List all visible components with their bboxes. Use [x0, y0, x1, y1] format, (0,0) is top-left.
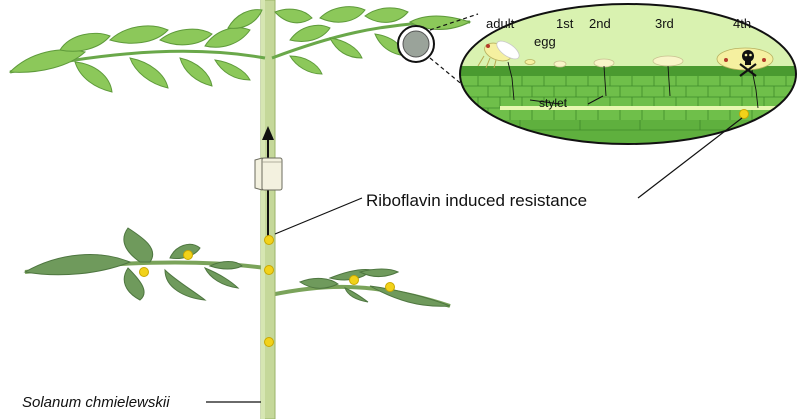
nymph-3rd-icon: [652, 55, 684, 67]
label-2nd: 2nd: [589, 16, 611, 31]
nymph-1st-icon: [553, 60, 567, 68]
riboflavin-dot: [264, 265, 274, 275]
riboflavin-dot: [264, 235, 274, 245]
riboflavin-dot: [349, 275, 359, 285]
riboflavin-dots: [139, 235, 395, 347]
riboflavin-dot: [183, 250, 193, 260]
egg-icon: [524, 59, 536, 65]
label-3rd: 3rd: [655, 16, 674, 31]
lower-left-leaf: [23, 227, 266, 301]
riboflavin-dot: [739, 109, 749, 119]
adult-whitefly-icon: [477, 40, 520, 69]
zoom-connectors: [429, 13, 506, 121]
main-label: Riboflavin induced resistance: [366, 191, 587, 210]
lower-right-leaf: [269, 268, 451, 308]
label-1st: 1st: [556, 16, 574, 31]
riboflavin-dot: [264, 337, 274, 347]
riboflavin-dot: [139, 267, 149, 277]
riboflavin-dot: [385, 282, 395, 292]
label-stylet: stylet: [539, 96, 568, 110]
label-adult: adult: [486, 16, 515, 31]
upper-canopy: [8, 6, 472, 93]
riboflavin-label-group: Riboflavin induced resistance: [274, 117, 743, 235]
clip-cage-icon: [254, 157, 283, 191]
species-label: Solanum chmielewskii: [22, 394, 170, 411]
label-egg: egg: [534, 34, 556, 49]
species-label-group: Solanum chmielewskii: [22, 394, 261, 411]
label-4th: 4th: [733, 16, 751, 31]
skull-crossbones-icon: [739, 50, 757, 77]
nymph-2nd-icon: [593, 58, 615, 68]
leaf-section-inset: adult egg 1st 2nd 3rd 4th stylet: [459, 3, 797, 145]
stylet-lines: [507, 61, 759, 109]
zoom-spot-icon: [397, 25, 435, 63]
